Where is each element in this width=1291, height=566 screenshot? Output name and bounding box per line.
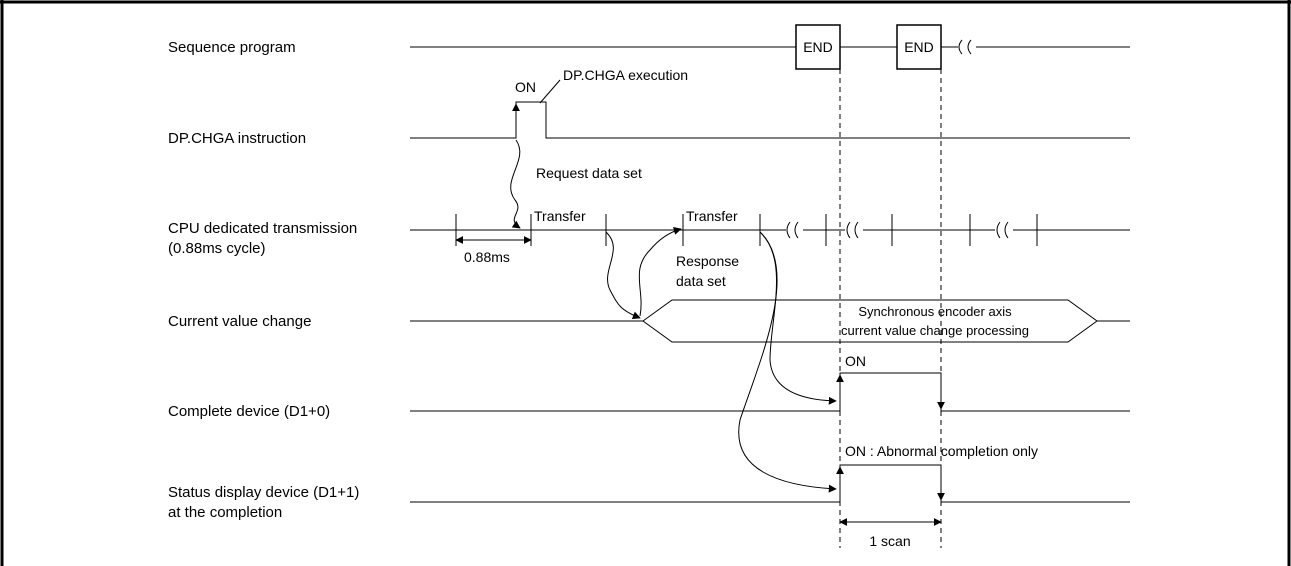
execution-label: DP.CHGA execution [563, 67, 688, 83]
break-mark-cpu-2 [846, 221, 859, 239]
execution-pointer [539, 79, 561, 104]
status-device-trace: ON : Abnormal completion only [410, 443, 1130, 503]
transfer-label-2: Transfer [686, 208, 738, 224]
break-mark-cpu-1 [786, 221, 799, 239]
label-complete-device: Complete device (D1+0) [168, 403, 330, 420]
response-arrow [638, 227, 682, 317]
sequence-program-trace: END END [410, 24, 1130, 70]
cycle-time-label: 0.88ms [464, 249, 510, 265]
transfer-to-change-arrow [605, 231, 641, 320]
response-label: Response [676, 253, 739, 269]
status-arrow [738, 231, 837, 493]
label-status-device-sub: at the completion [168, 504, 282, 521]
processing-label-2: current value change processing [841, 323, 1029, 338]
current-value-change-trace: Synchronous encoder axis current value c… [410, 299, 1130, 343]
end-label-1: END [803, 39, 833, 55]
end-box-1 [795, 24, 841, 70]
request-arrow [510, 139, 521, 229]
label-current-value-change: Current value change [168, 313, 311, 330]
response-label-2: data set [676, 273, 726, 289]
processing-label-1: Synchronous encoder axis [858, 304, 1012, 319]
transfer-arrows: Response data set [605, 227, 837, 493]
instruction-trace: ON DP.CHGA execution Request data set [410, 67, 1130, 229]
cpu-transmission-trace: 0.88ms Transfer Transfer [410, 208, 1130, 265]
one-scan-dimension: 1 scan [839, 518, 942, 549]
label-sequence-program: Sequence program [168, 39, 296, 56]
one-scan-label: 1 scan [869, 533, 910, 549]
label-cpu-cycle: (0.88ms cycle) [168, 240, 266, 257]
label-status-device: Status display device (D1+1) [168, 484, 359, 501]
break-mark-cpu-3 [996, 221, 1009, 239]
on-label-complete: ON [845, 353, 866, 369]
complete-arrow [759, 231, 837, 405]
break-mark-seq [958, 39, 972, 55]
end-guide-lines [839, 69, 942, 548]
end-label-2: END [904, 39, 934, 55]
label-cpu-transmission: CPU dedicated transmission [168, 220, 357, 237]
transfer-label-1: Transfer [534, 208, 586, 224]
label-instruction: DP.CHGA instruction [168, 130, 306, 147]
on-label-instruction: ON [515, 79, 536, 95]
signal-labels: Sequence program DP.CHGA instruction CPU… [168, 39, 359, 521]
request-data-set-label: Request data set [536, 165, 642, 181]
